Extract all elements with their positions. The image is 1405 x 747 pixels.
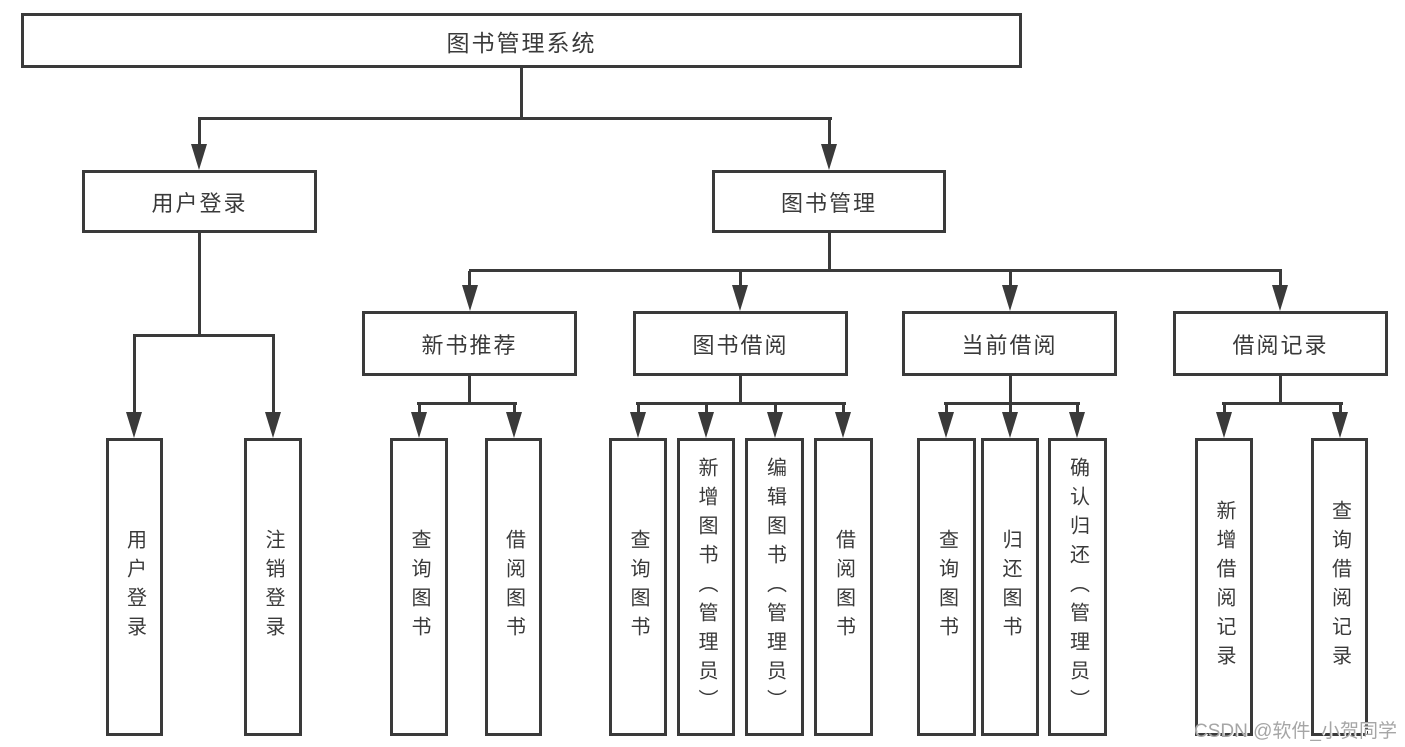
leaf-borrowing-borrow-books-label: 借阅图书: [832, 529, 855, 645]
connector-line: [1279, 376, 1282, 405]
node-root-label: 图书管理系统: [446, 29, 597, 56]
connector-line: [468, 376, 471, 405]
leaf-current-return-books-label: 归还图书: [999, 529, 1021, 645]
leaf-logout-label: 注销登录: [262, 529, 284, 645]
node-new-book-recommend: 新书推荐: [362, 311, 577, 376]
node-user-login-label: 用户登录: [151, 190, 248, 216]
connector-line: [1279, 271, 1282, 287]
arrow-down-icon: [265, 412, 281, 438]
node-new-book-recommend-label: 新书推荐: [421, 332, 518, 358]
arrow-down-icon: [821, 144, 837, 170]
leaf-records-query-borrow-record-label: 查询借阅记录: [1328, 500, 1351, 674]
arrow-down-icon: [1216, 412, 1232, 438]
leaf-borrowing-borrow-books: 借阅图书: [814, 438, 873, 736]
arrow-down-icon: [698, 412, 714, 438]
node-book-borrowing: 图书借阅: [633, 311, 848, 376]
connector-line: [828, 119, 831, 146]
connector-line: [198, 119, 201, 146]
leaf-borrowing-query-books-label: 查询图书: [627, 529, 649, 645]
connector-line: [637, 405, 640, 414]
leaf-recommend-query-books-label: 查询图书: [408, 529, 430, 645]
arrow-down-icon: [1002, 285, 1018, 311]
leaf-records-add-borrow-record-label: 新增借阅记录: [1213, 500, 1235, 674]
connector-line: [1009, 376, 1012, 405]
connector-line: [774, 405, 777, 414]
connector-line: [1009, 271, 1012, 287]
leaf-current-confirm-return-admin: 确认归还（管理员）: [1048, 438, 1107, 736]
node-book-management: 图书管理: [712, 170, 946, 233]
connector-line: [520, 67, 523, 119]
connector-line: [945, 405, 948, 414]
arrow-down-icon: [462, 285, 478, 311]
node-root: 图书管理系统: [21, 13, 1022, 68]
leaf-logout: 注销登录: [244, 438, 302, 736]
leaf-recommend-query-books: 查询图书: [390, 438, 448, 736]
connector-line: [636, 402, 846, 405]
leaf-records-query-borrow-record: 查询借阅记录: [1311, 438, 1368, 736]
connector-line: [133, 334, 275, 337]
leaf-current-query-books: 查询图书: [917, 438, 976, 736]
leaf-recommend-borrow-books-label: 借阅图书: [502, 529, 525, 645]
leaf-recommend-borrow-books: 借阅图书: [485, 438, 542, 736]
arrow-down-icon: [938, 412, 954, 438]
connector-line: [417, 402, 517, 405]
arrow-down-icon: [1069, 412, 1085, 438]
leaf-borrowing-query-books: 查询图书: [609, 438, 667, 736]
arrow-down-icon: [1332, 412, 1348, 438]
leaf-current-confirm-return-admin-label: 确认归还（管理员）: [1066, 456, 1089, 718]
connector-line: [828, 233, 831, 271]
arrow-down-icon: [411, 412, 427, 438]
connector-line: [1223, 405, 1226, 414]
csdn-watermark: CSDN @软件_小贺同学: [1194, 721, 1397, 742]
leaf-current-return-books: 归还图书: [981, 438, 1039, 736]
node-borrowing-records-label: 借阅记录: [1232, 332, 1329, 358]
connector-line: [198, 117, 832, 120]
leaf-borrowing-edit-books-admin: 编辑图书（管理员）: [745, 438, 804, 736]
connector-line: [842, 405, 845, 414]
node-book-management-label: 图书管理: [780, 190, 877, 216]
connector-line: [944, 402, 1080, 405]
node-book-borrowing-label: 图书借阅: [692, 332, 789, 358]
leaf-current-query-books-label: 查询图书: [935, 529, 958, 645]
leaf-borrowing-add-books-admin-label: 新增图书（管理员）: [695, 456, 717, 718]
leaf-borrowing-edit-books-admin-label: 编辑图书（管理员）: [763, 456, 786, 718]
connector-line: [1076, 405, 1079, 414]
connector-line: [198, 233, 201, 336]
arrow-down-icon: [630, 412, 646, 438]
connector-line: [739, 271, 742, 287]
leaf-user-login: 用户登录: [106, 438, 163, 736]
connector-line: [705, 405, 708, 414]
connector-line: [1222, 402, 1343, 405]
leaf-records-add-borrow-record: 新增借阅记录: [1195, 438, 1253, 736]
arrow-down-icon: [126, 412, 142, 438]
connector-line: [468, 271, 471, 287]
arrow-down-icon: [1272, 285, 1288, 311]
arrow-down-icon: [767, 412, 783, 438]
arrow-down-icon: [1002, 412, 1018, 438]
arrow-down-icon: [506, 412, 522, 438]
node-borrowing-records: 借阅记录: [1173, 311, 1388, 376]
node-current-borrowing-label: 当前借阅: [961, 332, 1058, 358]
connector-line: [272, 336, 275, 414]
connector-line: [1009, 405, 1012, 414]
arrow-down-icon: [835, 412, 851, 438]
connector-line: [513, 405, 516, 414]
connector-line: [469, 269, 1282, 272]
connector-line: [133, 336, 136, 414]
arrow-down-icon: [191, 144, 207, 170]
leaf-borrowing-add-books-admin: 新增图书（管理员）: [677, 438, 735, 736]
node-user-login: 用户登录: [82, 170, 317, 233]
connector-line: [739, 376, 742, 405]
leaf-user-login-label: 用户登录: [123, 529, 146, 645]
connector-line: [1339, 405, 1342, 414]
arrow-down-icon: [732, 285, 748, 311]
node-current-borrowing: 当前借阅: [902, 311, 1117, 376]
connector-line: [418, 405, 421, 414]
